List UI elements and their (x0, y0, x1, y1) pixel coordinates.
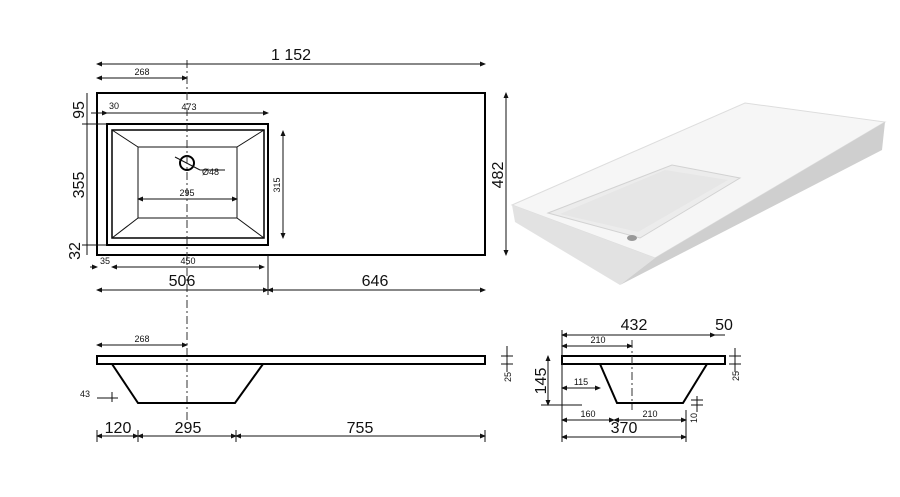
dim-basin-edge-offset: 30 (109, 101, 119, 111)
countertop-outline (96, 92, 486, 256)
front-slab (96, 355, 486, 365)
dim-back-margin: 95 (71, 101, 88, 119)
dim-rear-wall-offset: 115 (574, 377, 588, 387)
dim-overall-depth: 482 (490, 162, 507, 189)
dim-side-bottom-span: 210 (642, 409, 657, 419)
dim-left-span: 120 (105, 420, 132, 437)
dim-bottom-thickness: 10 (689, 413, 699, 423)
dim-basin-inner-width: 450 (180, 256, 195, 266)
dim-side-thickness: 25 (731, 371, 741, 381)
dim-drain-diameter: Ø48 (202, 167, 219, 177)
dim-front-thickness: 25 (503, 372, 513, 382)
side-slab (561, 355, 726, 365)
dim-basin-bottom-width: 295 (179, 188, 194, 198)
dim-side-overall-depth: 432 (621, 317, 648, 334)
dim-basin-depth-outer: 355 (71, 172, 88, 199)
dim-rear-span: 160 (580, 409, 595, 419)
front-basin-profile (111, 363, 264, 404)
top-view: 1 152 268 30 473 95 355 32 Ø48 295 315 4… (67, 47, 509, 420)
dim-bottom-span: 295 (175, 420, 202, 437)
front-section-view: 268 43 25 120 295 755 (80, 334, 513, 442)
dim-front-lip: 50 (715, 317, 733, 334)
dim-drain-offset: 268 (134, 67, 149, 77)
sink-3d-render (510, 102, 887, 285)
dim-front-offset: 35 (100, 256, 110, 266)
basin-inner (111, 129, 265, 239)
dim-front-margin: 32 (67, 242, 84, 260)
dim-basin-inner-depth: 315 (272, 177, 282, 192)
dim-basin-section: 506 (169, 273, 196, 290)
dim-side-height: 145 (533, 368, 550, 395)
dim-basin-outer-width: 473 (181, 102, 196, 112)
dim-counter-section: 646 (362, 273, 389, 290)
dim-side-drain-offset: 210 (590, 335, 605, 345)
dim-right-span: 755 (347, 420, 374, 437)
side-section-view: 432 50 210 145 115 25 10 160 210 370 (533, 317, 741, 442)
dim-front-drain-offset: 268 (134, 334, 149, 344)
dim-overall-length: 1 152 (271, 47, 311, 64)
side-basin-profile (599, 363, 708, 404)
dim-wall-offset: 43 (80, 389, 90, 399)
dim-side-basin-depth: 370 (611, 420, 638, 437)
